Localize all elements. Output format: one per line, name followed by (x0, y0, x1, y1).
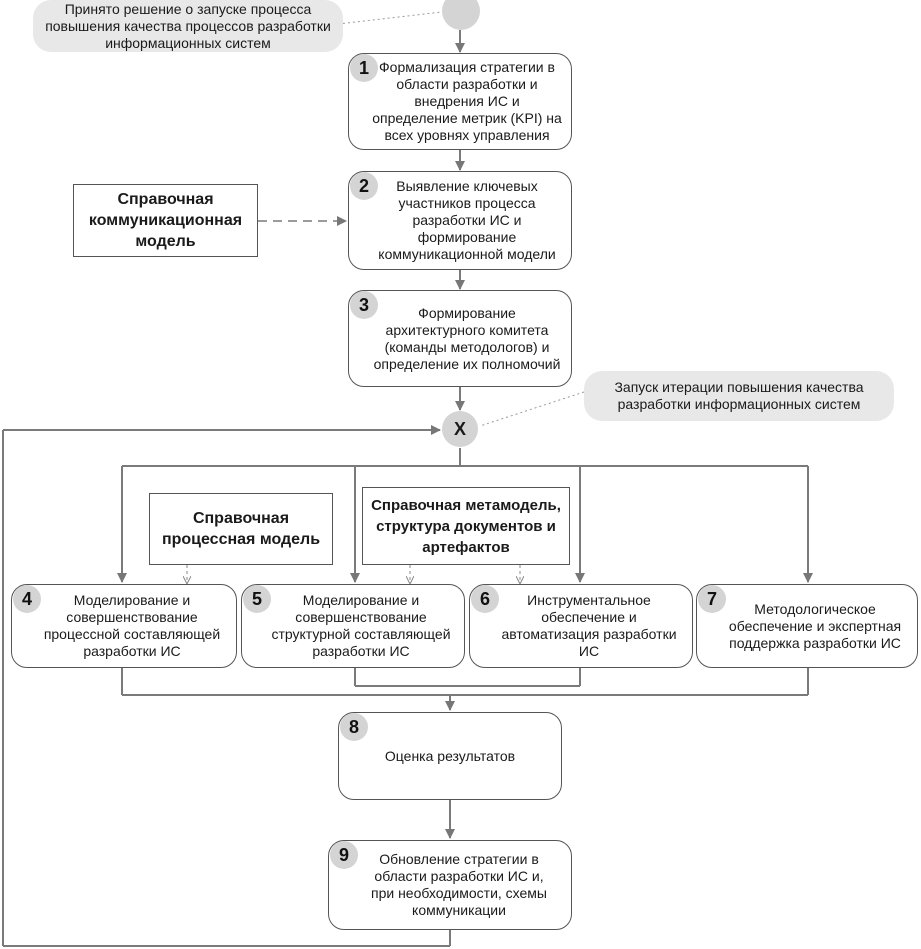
step-7-text: Методологическое обеспечение и экспертна… (728, 600, 902, 651)
reference-communication-model-text: Справочная коммуникационная модель (88, 191, 243, 250)
step-6-box: Инструментальное обеспечение и автоматиз… (469, 584, 693, 668)
start-note-text: Принято решение о запуске процесса повыш… (45, 0, 331, 51)
reference-metamodel-text: Справочная метамодель, структура докумен… (371, 496, 561, 556)
step-2-box: Выявление ключевых участников процесса р… (348, 171, 572, 270)
start-note: Принято решение о запуске процесса повыш… (33, 0, 343, 52)
step-2-text: Выявление ключевых участников процесса р… (378, 178, 556, 262)
reference-process-model-text: Справочная процессная модель (161, 510, 321, 548)
step-7-number: 7 (698, 585, 726, 613)
step-5-text: Моделирование и совершенствование структ… (271, 592, 451, 659)
step-5-box: Моделирование и совершенствование структ… (241, 584, 465, 668)
step-6-number: 6 (471, 585, 499, 613)
step-5-number: 5 (243, 585, 271, 613)
iteration-gateway: X (442, 411, 478, 447)
step-1-box: Формализация стратегии в области разрабо… (348, 53, 572, 150)
start-event-circle (442, 0, 480, 30)
step-4-number: 4 (13, 585, 41, 613)
step-3-number: 3 (350, 291, 378, 319)
step-9-box: Обновление стратегии в области разработк… (328, 840, 572, 930)
step-8-text: Оценка результатов (384, 747, 516, 764)
step-3-box: Формирование архитектурного комитета (ко… (348, 290, 572, 387)
step-9-number: 9 (330, 841, 358, 869)
step-4-box: Моделирование и совершенствование процес… (11, 584, 237, 668)
step-1-number: 1 (350, 54, 378, 82)
iteration-note-text: Запуск итерации повышения качества разра… (614, 379, 864, 412)
step-2-number: 2 (350, 172, 378, 200)
step-6-text: Инструментальное обеспечение и автоматиз… (501, 592, 677, 659)
iteration-note: Запуск итерации повышения качества разра… (584, 371, 894, 421)
step-9-text: Обновление стратегии в области разработк… (371, 851, 547, 918)
step-1-text: Формализация стратегии в области разрабо… (372, 59, 562, 143)
reference-metamodel: Справочная метамодель, структура докумен… (362, 487, 570, 565)
step-8-number: 8 (340, 713, 368, 741)
reference-process-model: Справочная процессная модель (149, 493, 333, 565)
step-8-box: Оценка результатов (338, 712, 562, 800)
step-7-box: Методологическое обеспечение и экспертна… (696, 584, 918, 668)
reference-communication-model: Справочная коммуникационная модель (73, 184, 258, 257)
step-3-text: Формирование архитектурного комитета (ко… (373, 304, 561, 372)
step-4-text: Моделирование и совершенствование процес… (43, 592, 221, 659)
